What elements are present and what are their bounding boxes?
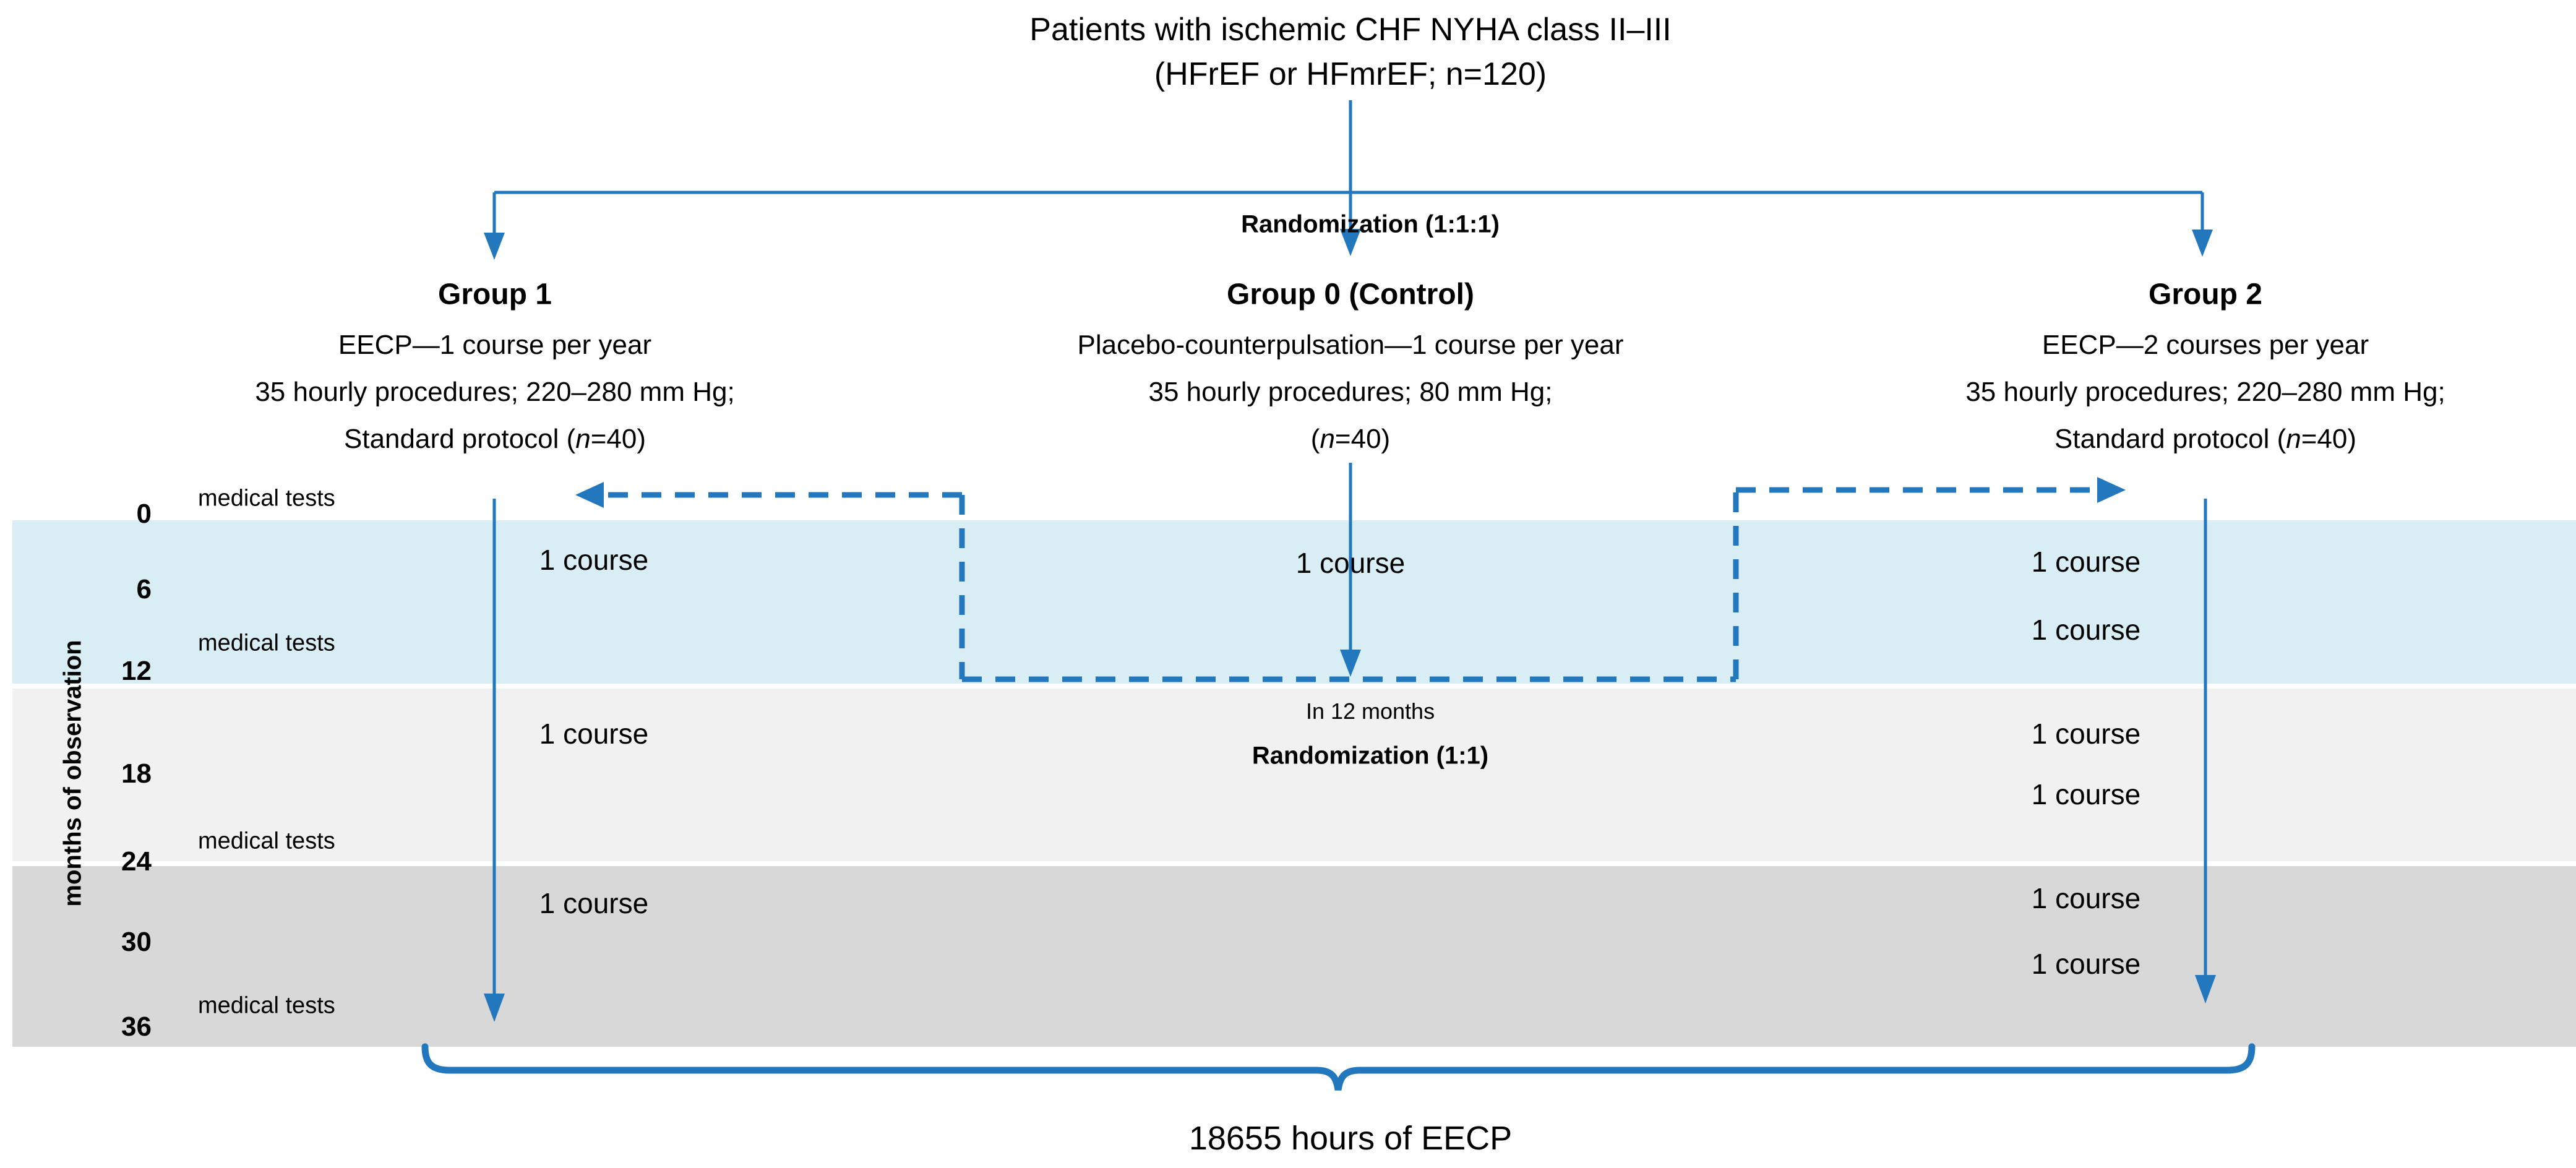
- diagram-title-line2: (HFrEF or HFmrEF; n=120): [1154, 56, 1547, 92]
- total-hours-brace: [421, 1043, 2256, 1091]
- group1-line3-prefix: Standard protocol (: [344, 424, 576, 454]
- group0-drop-arrowhead-icon: [1340, 229, 1361, 256]
- group0-line2: 35 hourly procedures; 80 mm Hg;: [1148, 377, 1553, 407]
- band-months-12-24: [12, 689, 2576, 861]
- in-12-months-label: In 12 months: [1305, 698, 1435, 724]
- group1-course-year1: 1 course: [539, 544, 649, 576]
- group2-course-5: 1 course: [2031, 882, 2141, 914]
- group0-line3-suffix: =40): [1334, 424, 1391, 454]
- group1-drop-arrowhead-icon: [484, 233, 505, 260]
- month-tick-18: 18: [121, 758, 152, 789]
- group1-line1: EECP—1 course per year: [338, 330, 652, 360]
- group0-line3-prefix: (: [1310, 424, 1320, 454]
- band-months-0-12: [12, 520, 2576, 684]
- medical-tests-0: medical tests: [198, 485, 335, 512]
- month-tick-12: 12: [121, 656, 152, 686]
- group2-line1: EECP—2 courses per year: [2041, 330, 2369, 360]
- group2-header: Group 2: [2148, 278, 2263, 311]
- rerandomization-right-arrowhead-icon: [2097, 477, 2126, 503]
- group0-timeline-arrowhead-icon: [1340, 650, 1361, 677]
- randomization-111-label: Randomization (1:1:1): [1241, 210, 1500, 238]
- months-axis-label: months of observation: [59, 640, 87, 907]
- group1-header: Group 1: [437, 278, 552, 311]
- total-hours-label: 18655 hours of EECP: [1188, 1120, 1513, 1157]
- group1-line3-suffix: =40): [590, 424, 646, 454]
- group0-line3: (n=40): [1311, 424, 1390, 455]
- band-months-24-36: [12, 866, 2576, 1047]
- rerandomization-left-arrowhead-icon: [575, 482, 604, 508]
- group1-course-year3: 1 course: [539, 887, 649, 919]
- group0-line1: Placebo-counterpulsation—1 course per ye…: [1077, 330, 1624, 360]
- group2-line3-prefix: Standard protocol (: [2054, 424, 2286, 454]
- group1-line3-n: n: [575, 424, 591, 454]
- group2-drop-arrowhead-icon: [2192, 230, 2213, 257]
- diagram-title-line1: Patients with ischemic CHF NYHA class II…: [1029, 12, 1672, 48]
- group2-timeline-arrowhead-icon: [2195, 975, 2216, 1003]
- medical-tests-12: medical tests: [198, 630, 335, 656]
- group2-line3-suffix: =40): [2301, 424, 2356, 454]
- group1-timeline-arrowhead-icon: [484, 994, 505, 1022]
- group2-course-2: 1 course: [2031, 614, 2141, 646]
- group2-course-1: 1 course: [2031, 546, 2141, 578]
- group2-line2: 35 hourly procedures; 220–280 mm Hg;: [1965, 377, 2445, 407]
- group2-course-4: 1 course: [2031, 778, 2141, 810]
- group1-line2: 35 hourly procedures; 220–280 mm Hg;: [255, 377, 735, 407]
- group2-line3-n: n: [2286, 424, 2301, 454]
- group0-header: Group 0 (Control): [1227, 278, 1474, 311]
- group1-course-year2: 1 course: [539, 718, 649, 750]
- month-tick-24: 24: [121, 846, 152, 877]
- group1-line3: Standard protocol (n=40): [344, 424, 646, 455]
- group2-course-6: 1 course: [2031, 948, 2141, 980]
- group0-line3-n: n: [1320, 424, 1335, 454]
- group0-course-year1: 1 course: [1295, 547, 1406, 579]
- medical-tests-24: medical tests: [198, 828, 335, 854]
- randomization-11-label: Randomization (1:1): [1252, 742, 1489, 770]
- month-tick-36: 36: [121, 1011, 152, 1042]
- medical-tests-36: medical tests: [198, 992, 335, 1019]
- month-tick-0: 0: [136, 499, 152, 529]
- group2-line3: Standard protocol (n=40): [2054, 424, 2356, 455]
- month-tick-6: 6: [136, 574, 152, 604]
- month-tick-30: 30: [121, 927, 152, 957]
- group2-course-3: 1 course: [2031, 718, 2141, 750]
